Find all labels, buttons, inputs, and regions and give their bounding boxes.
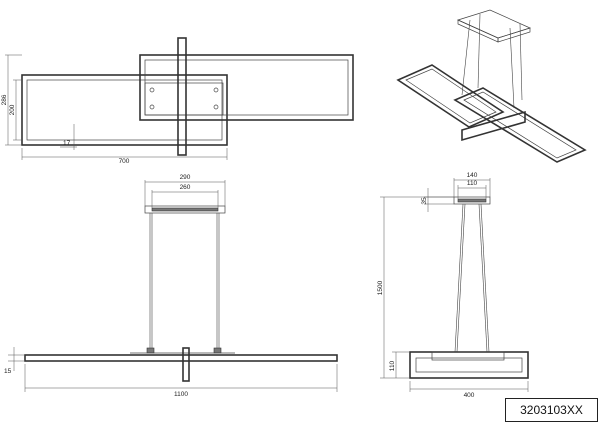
side-view-frame-inner xyxy=(415,357,523,373)
front-view-canopy-plate xyxy=(151,207,219,212)
side-view-wire xyxy=(480,203,490,353)
front-view-frame-bar xyxy=(24,354,338,362)
dim-17-label: 17 xyxy=(63,140,71,147)
top-view: 286 200 17 700 xyxy=(1,37,354,165)
dim-1500-label: 1500 xyxy=(377,280,384,295)
top-view-long-frame-inner xyxy=(26,79,223,141)
side-view-canopy xyxy=(453,196,491,205)
dim-200-label: 200 xyxy=(9,104,16,115)
iso-frame-long xyxy=(396,64,505,128)
dim-15-label: 15 xyxy=(4,368,12,375)
front-view-clamp xyxy=(213,347,222,354)
iso-frame-right xyxy=(453,87,587,163)
iso-wire xyxy=(519,23,523,101)
top-view-screw xyxy=(213,104,219,110)
front-view: 290 260 15 1100 xyxy=(4,174,338,398)
dim-1100-label: 1100 xyxy=(174,391,188,398)
side-view-frame-rear xyxy=(431,351,505,361)
dim-110-canopy-label: 110 xyxy=(467,180,478,187)
iso-wire xyxy=(509,27,515,109)
front-view-vertical-bar xyxy=(182,347,190,382)
top-view-screw xyxy=(149,104,155,110)
dim-140-label: 140 xyxy=(467,172,478,179)
side-view-frame xyxy=(409,351,529,379)
top-view-long-frame xyxy=(21,74,228,146)
side-view-wire xyxy=(456,203,466,353)
front-view-canopy xyxy=(144,205,226,214)
top-view-canopy xyxy=(144,82,224,116)
isometric-view xyxy=(396,9,587,163)
side-view-wire xyxy=(454,203,464,353)
top-view-screw xyxy=(149,87,155,93)
model-number-label: 3203103XX xyxy=(505,398,598,422)
dim-110-frame-label: 110 xyxy=(389,360,396,371)
dim-35-label: 35 xyxy=(421,197,428,205)
dim-260-label: 260 xyxy=(180,184,191,191)
iso-wire xyxy=(477,13,481,89)
top-view-screw xyxy=(213,87,219,93)
iso-frame-right-inner xyxy=(463,91,577,159)
top-view-right-frame-inner xyxy=(144,59,349,116)
dim-286-label: 286 xyxy=(1,94,8,105)
dim-700-label: 700 xyxy=(119,158,130,165)
top-view-right-frame xyxy=(139,54,354,121)
iso-frame-long-inner xyxy=(405,68,497,124)
iso-wire xyxy=(461,19,471,96)
iso-vertical-bar xyxy=(461,110,526,142)
dim-400-label: 400 xyxy=(464,392,475,399)
side-view: 140 110 35 1500 110 400 xyxy=(377,172,529,399)
front-view-clamp xyxy=(146,347,155,354)
side-view-wire xyxy=(478,203,488,353)
dim-290-label: 290 xyxy=(180,174,191,181)
iso-canopy-side xyxy=(457,19,499,43)
iso-canopy-side xyxy=(497,27,531,43)
top-view-vertical-bar xyxy=(177,37,187,156)
side-view-canopy-plate xyxy=(457,198,487,203)
